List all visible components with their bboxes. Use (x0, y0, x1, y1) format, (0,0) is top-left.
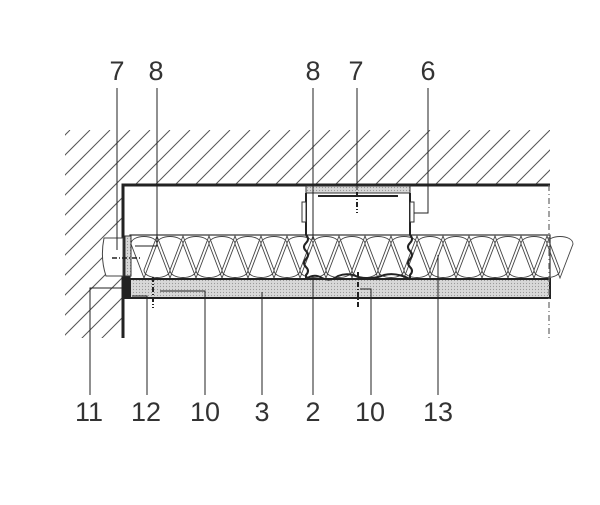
hatch-line (65, 130, 111, 338)
wall-insulation-strip (101, 237, 124, 277)
hatch-line (65, 130, 191, 338)
resilient-strip (305, 273, 411, 281)
hatch-line (0, 130, 30, 340)
spring-hanger-left (303, 234, 309, 279)
hatch-line (0, 130, 50, 340)
ceiling-structure-line (121, 183, 550, 338)
callout-10-left: 10 (190, 397, 220, 427)
channel-clip-right (409, 201, 415, 223)
insulation-pattern (130, 234, 574, 280)
hatch-line (65, 130, 171, 338)
leader-lines (89, 88, 439, 395)
gypsum-board (129, 278, 551, 299)
insulation-loops (130, 234, 574, 280)
insulation-layer (129, 234, 551, 280)
callout-11: 11 (75, 397, 103, 427)
callout-6: 6 (420, 56, 435, 86)
hatch-line (65, 130, 131, 338)
callout-13: 13 (423, 397, 453, 427)
callout-12: 12 (131, 397, 161, 427)
hatch-line (65, 130, 151, 338)
hatch-line (580, 130, 600, 340)
hatch-line (65, 130, 211, 338)
spring-hanger-right (407, 234, 413, 279)
callout-2: 2 (305, 397, 320, 427)
acoustic-pad (305, 185, 411, 194)
hatch-line (560, 130, 600, 340)
callout-3: 3 (254, 397, 269, 427)
hatch-line (65, 130, 71, 338)
callout-7-left: 7 (109, 56, 124, 86)
callout-7-center: 7 (348, 56, 363, 86)
callout-8-center: 8 (305, 56, 320, 86)
hatch-line (65, 130, 91, 338)
edge-sealant (124, 235, 132, 277)
callout-10-center: 10 (355, 397, 385, 427)
channel-clip-left (301, 201, 307, 223)
edge-strip (124, 275, 130, 299)
hatch-line (0, 130, 10, 340)
callout-8-left: 8 (148, 56, 163, 86)
